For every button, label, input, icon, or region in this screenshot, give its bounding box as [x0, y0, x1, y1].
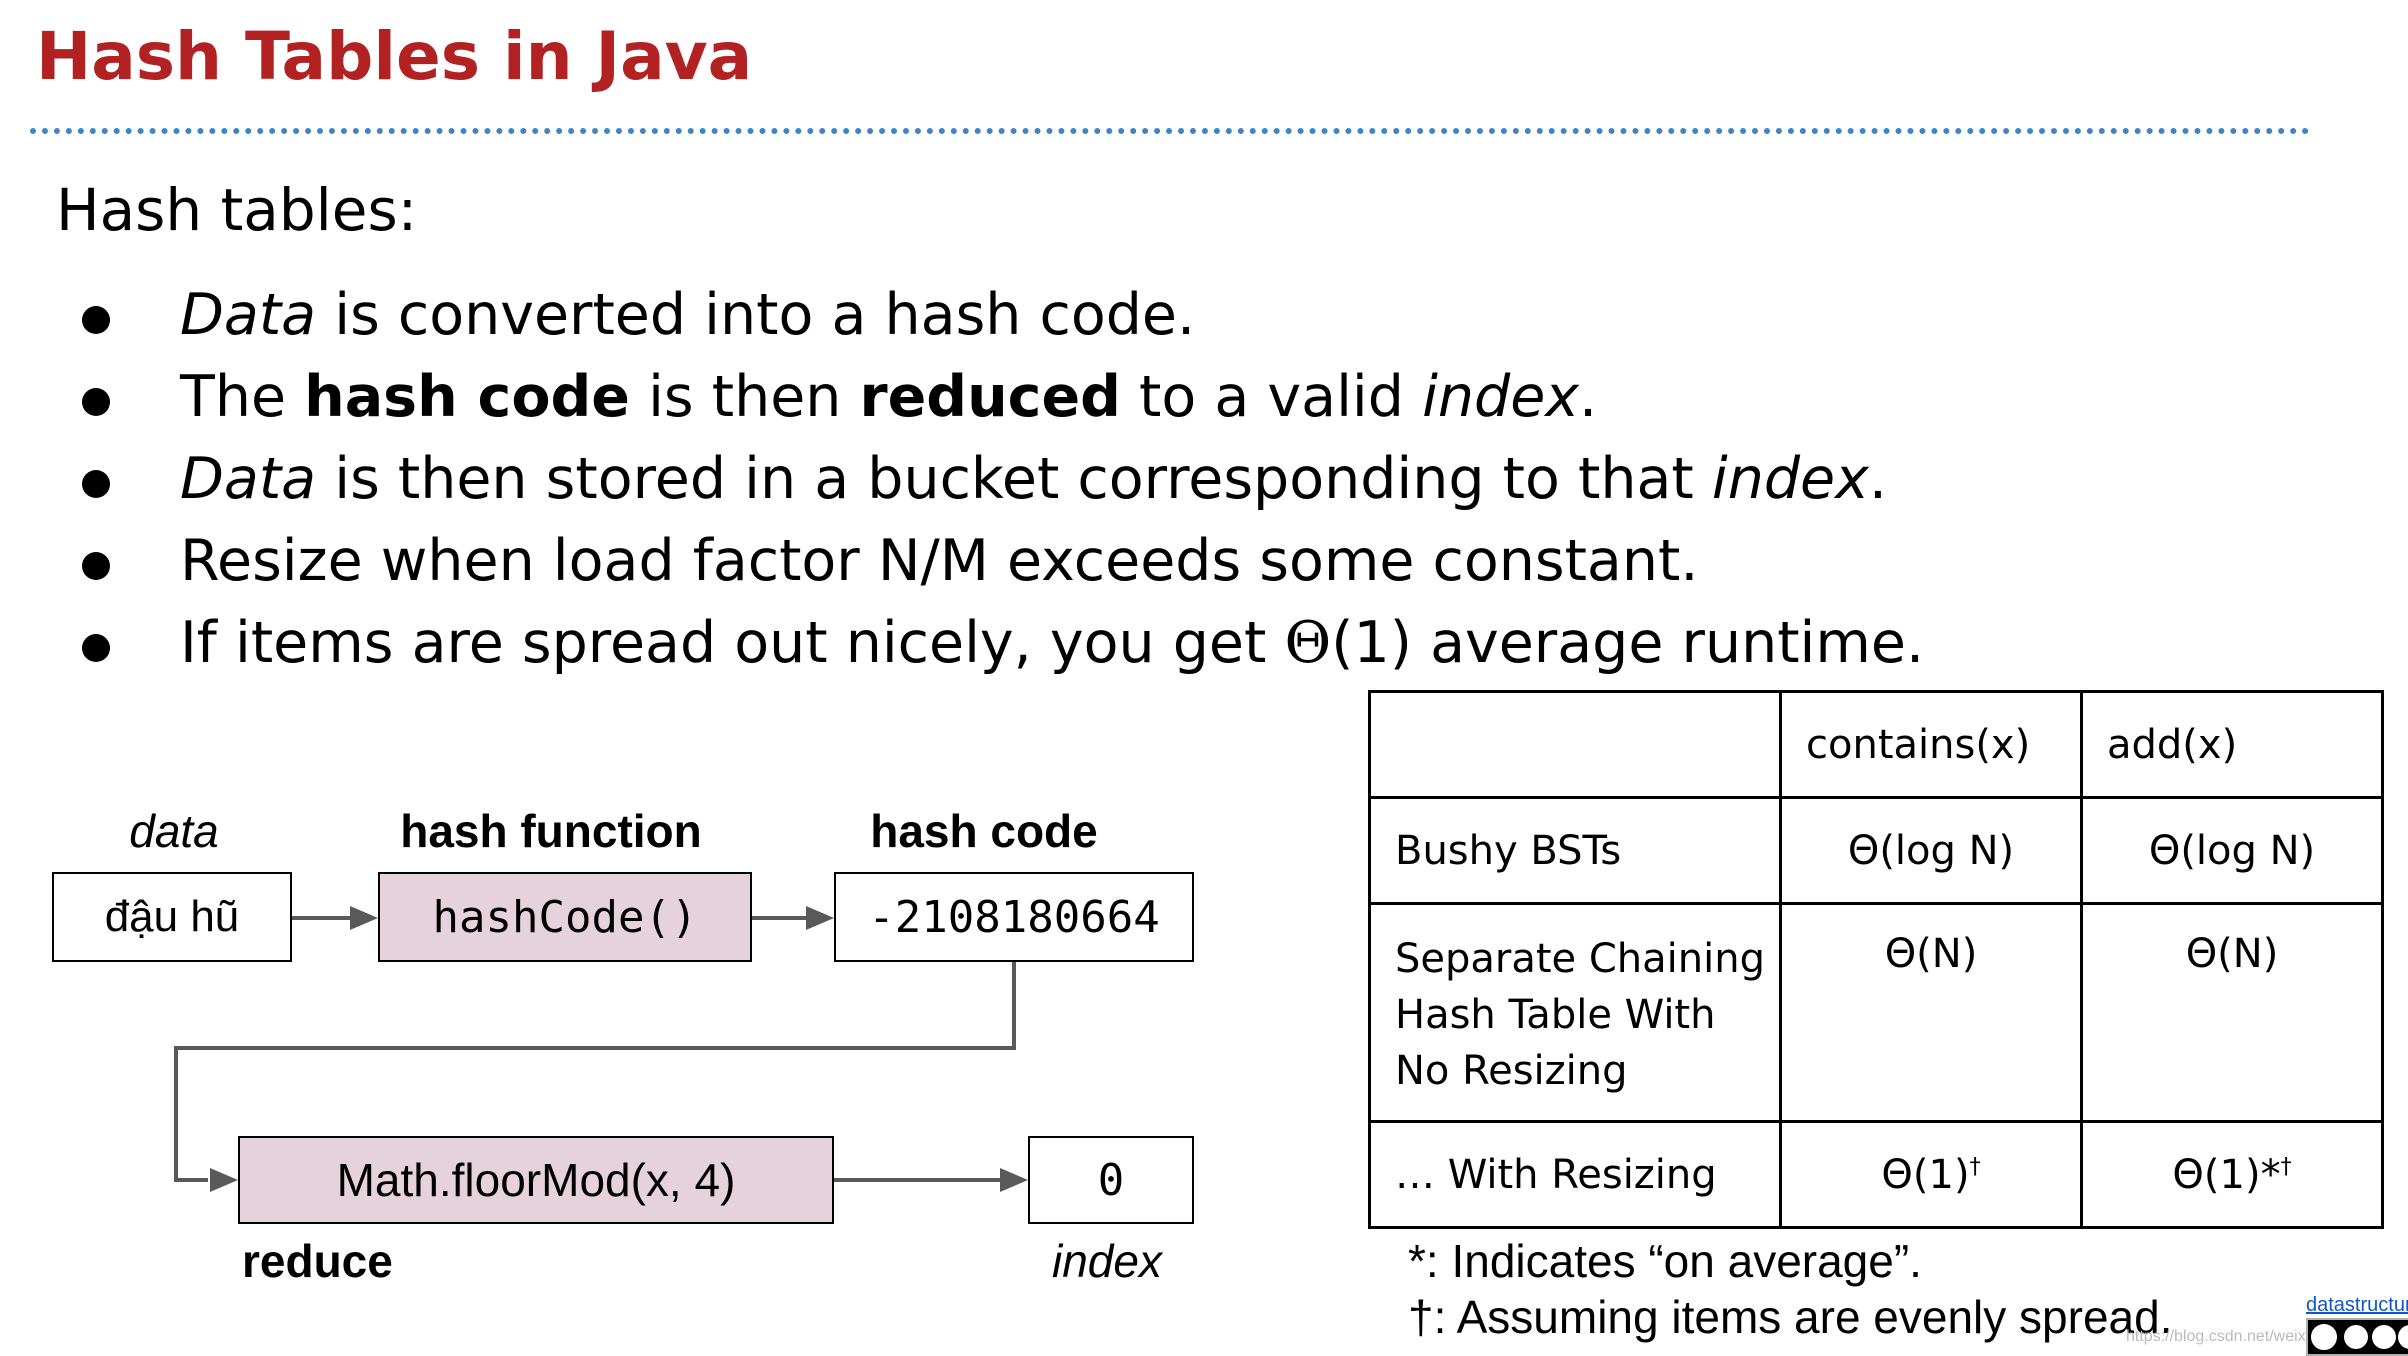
bullet-text: Data is then stored in a bucket correspo…: [180, 446, 1887, 512]
bullet-text: Data is converted into a hash code.: [180, 282, 1195, 348]
cc-license-icon: [2306, 1318, 2408, 1356]
intro-text: Hash tables:: [56, 176, 418, 244]
watermark: https://blog.csdn.net/weixi: [2126, 1328, 2310, 1345]
data-value: đậu hũ: [104, 892, 240, 941]
bullet-segment: Data: [180, 446, 317, 512]
row-label: … With Resizing: [1368, 1120, 1782, 1229]
contains-cell: Θ(N): [1779, 902, 2083, 1123]
hash-function-box: hashCode(): [378, 872, 752, 962]
hash-function-label: hash function: [400, 805, 702, 857]
table-row: Bushy BSTs Θ(log N) Θ(log N): [1368, 796, 2384, 905]
bullet-segment: If items are spread out nicely, you get: [180, 610, 1285, 676]
row-label: Bushy BSTs: [1368, 796, 1782, 905]
bullet-dot-icon: [82, 470, 110, 498]
bullet-dot-icon: [82, 634, 110, 662]
bullet-dot-icon: [82, 306, 110, 334]
runtime-table: contains(x) add(x) Bushy BSTs Θ(log N) Θ…: [1368, 690, 2384, 1229]
bullet-segment: .: [1868, 446, 1887, 512]
bullet-segment: The: [180, 364, 305, 430]
table-row: … With Resizing Θ(1)† Θ(1)*†: [1368, 1120, 2384, 1229]
hash-code-box: -2108180664: [834, 872, 1194, 962]
contains-value: Θ(1): [1881, 1151, 1970, 1198]
hash-code-value: -2108180664: [868, 891, 1160, 943]
add-cell: Θ(log N): [2080, 796, 2384, 905]
row-label-line: Separate Chaining: [1395, 936, 1765, 982]
table-header-cell: add(x): [2080, 690, 2384, 799]
datastructur-link[interactable]: datastructur: [2306, 1294, 2408, 1316]
index-box: 0: [1028, 1136, 1194, 1224]
table-header-cell: contains(x): [1779, 690, 2083, 799]
footnote-average: *: Indicates “on average”.: [1408, 1235, 1922, 1287]
bullet-segment: is then stored in a bucket corresponding…: [316, 446, 1712, 512]
bullet-text: If items are spread out nicely, you get …: [180, 610, 1924, 676]
hash-code-label: hash code: [870, 805, 1098, 857]
table-row: Separate Chaining Hash Table With No Res…: [1368, 902, 2384, 1123]
bullet-dot-icon: [82, 552, 110, 580]
table-header-row: contains(x) add(x): [1368, 690, 2384, 799]
row-label-line: No Resizing: [1395, 1048, 1628, 1094]
row-label-line: Hash Table With: [1395, 992, 1716, 1038]
bullet-segment: Θ: [1284, 610, 1332, 676]
index-label: index: [1052, 1235, 1162, 1287]
reduce-box: Math.floorMod(x, 4): [238, 1136, 834, 1224]
bullet-dot-icon: [82, 388, 110, 416]
title-divider: [30, 128, 2310, 134]
bullet-segment: reduced: [859, 364, 1121, 430]
table-header-cell: [1368, 690, 1782, 799]
bullet-text: Resize when load factor N/M exceeds some…: [180, 528, 1698, 594]
bullet-segment: .: [1579, 364, 1598, 430]
add-cell: Θ(1)*†: [2080, 1120, 2384, 1229]
reduce-value: Math.floorMod(x, 4): [336, 1154, 736, 1206]
reduce-label: reduce: [242, 1235, 393, 1287]
index-value: 0: [1097, 1154, 1125, 1206]
bullet-segment: index: [1422, 364, 1580, 430]
data-box: đậu hũ: [52, 872, 292, 962]
add-cell: Θ(N): [2080, 902, 2384, 1123]
bullet-segment: index: [1711, 446, 1869, 512]
add-value: Θ(1)*: [2172, 1151, 2281, 1198]
data-label: data: [129, 805, 219, 857]
bullet-text: The hash code is then reduced to a valid…: [180, 364, 1597, 430]
footnote-spread: †: Assuming items are evenly spread.: [1408, 1291, 2173, 1343]
dagger-mark: †: [1969, 1154, 1981, 1180]
row-label: Separate Chaining Hash Table With No Res…: [1368, 902, 1782, 1123]
bullet-segment: hash code: [304, 364, 630, 430]
contains-cell: Θ(log N): [1779, 796, 2083, 905]
contains-cell: Θ(1)†: [1779, 1120, 2083, 1229]
bullet-segment: Data: [180, 282, 317, 348]
bullet-segment: to a valid: [1120, 364, 1423, 430]
bullet-segment: (1) average runtime.: [1331, 610, 1925, 676]
bullet-segment: is converted into a hash code.: [316, 282, 1196, 348]
slide-title: Hash Tables in Java: [36, 18, 753, 95]
hash-function-value: hashCode(): [432, 891, 698, 943]
bullet-segment: is then: [629, 364, 860, 430]
dagger-mark: †: [2280, 1154, 2292, 1180]
bullet-segment: Resize when load factor N/M exceeds some…: [180, 528, 1699, 594]
